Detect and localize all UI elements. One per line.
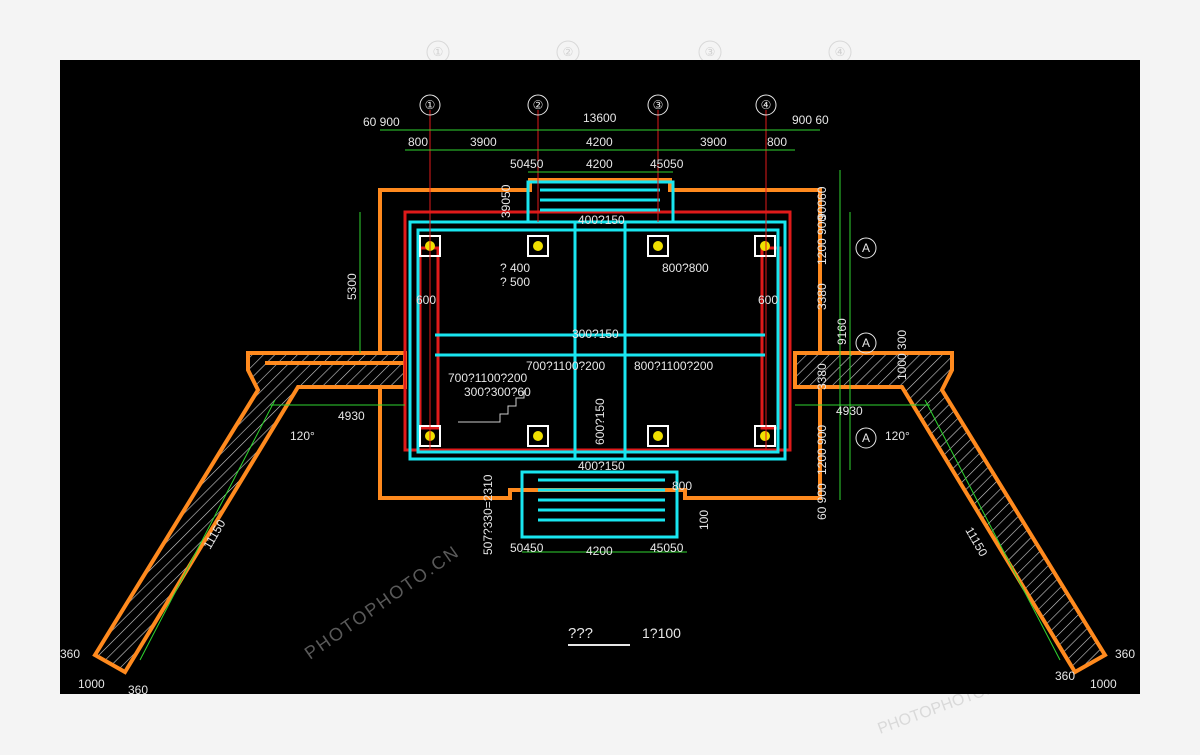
dim-seg-3: 4200 [586,135,613,149]
svg-text:①: ① [433,45,444,59]
note-mid-c: 300?300?60 [464,385,531,399]
dim-left-edge: 60 900 [363,115,400,129]
dim-left-4930: 4930 [338,409,365,423]
ghost-axis-4: ④ [828,40,852,60]
svg-text:①: ① [425,98,436,112]
dim-rv-3: 3380 [815,283,829,310]
axis-grid [429,110,767,450]
ghost-axis-1: ① [426,40,450,60]
dim-right-360a: 360 [1055,669,1075,683]
note-mid-a: 700?1100?200 [526,359,606,373]
dim-rv-6: 1200 900 [815,425,829,475]
svg-text:④: ④ [761,98,772,112]
floor-plan-drawing: ① ② ③ ④ A A A 13600 60 900 9 [60,94,1135,694]
note-top-stair: 39050 [499,184,513,218]
svg-text:A: A [862,431,870,445]
dim-rv-7: 60 900 [815,483,829,520]
dim-stair-bot-3: 45050 [650,541,684,555]
dim-rv-4: 9160 [835,318,849,345]
inner-steps [458,390,525,423]
note-step-800: 800 [672,479,692,493]
row-bubble-a2: A [855,332,877,354]
dim-rv-5: 3380 [815,363,829,390]
dim-seg-4: 3900 [700,135,727,149]
note-mid-300: 300?150 [572,327,619,341]
plan-scale: 1?100 [642,625,681,641]
svg-text:③: ③ [653,98,664,112]
note-beam-bottom: 400?150 [578,459,625,473]
dim-seg-5: 800 [767,135,787,149]
row-bubble-a3: A [855,427,877,449]
note-vert-mid: 600?150 [593,398,607,445]
svg-text:②: ② [563,45,574,59]
dim-right-arm: 1000 300 [895,330,909,380]
dim-seg-1: 800 [408,135,428,149]
dim-right-edge: 900 60 [792,113,829,127]
dimension-lines [139,129,1061,661]
dim-rv-1: 90060 [815,186,829,220]
note-600-right: 600 [758,293,778,307]
plan-title-block: ??? 1?100 [568,625,681,646]
dim-total: 13600 [583,111,617,125]
note-col-tl2: ? 500 [500,275,530,289]
dim-left-5300: 5300 [345,273,359,300]
axis-bubble-1: ① [419,94,441,116]
cad-drawing-canvas: ① ② ③ ④ A A A 13600 60 900 9 [60,60,1140,694]
top-stair [526,180,675,224]
dim-right-4930: 4930 [836,404,863,418]
axis-bubble-3: ③ [647,94,669,116]
dim-seg-2: 3900 [470,135,497,149]
dim-right-360b: 360 [1115,647,1135,661]
dim-stair-top-2: 4200 [586,157,613,171]
note-beam-top: 400?150 [578,213,625,227]
ghost-axis-3: ③ [698,40,722,60]
bottom-watermark-text: PHOTOPHOTO.CN [876,694,1014,738]
dim-left-angle: 120° [290,429,315,443]
note-step-left: 507?330=2310 [481,474,495,555]
plan-title: ??? [568,625,593,642]
svg-text:②: ② [533,98,544,112]
ghost-axis-2: ② [556,40,580,60]
note-step-100: 100 [697,510,711,530]
dim-stair-bot-2: 4200 [586,544,613,558]
dim-stair-top-3: 45050 [650,157,684,171]
dim-rv-2: 1200 900 [815,215,829,265]
ghost-axis-header: ① ② ③ ④ [426,40,852,60]
dim-right-11150: 11150 [962,525,990,560]
bottom-watermark-strip: PHOTOPHOTO.CN [876,694,1014,738]
dim-left-360a: 360 [60,647,80,661]
dim-left-1000: 1000 [78,677,105,691]
dim-right-angle: 120° [885,429,910,443]
dim-stair-top-1: 50450 [510,157,544,171]
svg-text:④: ④ [835,45,846,59]
watermark: PHOTOPHOTO.CN [301,541,463,663]
axis-bubble-2: ② [527,94,549,116]
note-col-tl: ? 400 [500,261,530,275]
svg-text:③: ③ [705,45,716,59]
note-600-left: 600 [416,293,436,307]
right-wing-wall [793,351,1108,675]
bottom-stair [520,470,679,539]
dim-stair-bot-1: 50450 [510,541,544,555]
row-bubble-a1: A [855,237,877,259]
svg-text:A: A [862,336,870,350]
note-mid-right: 800?1100?200 [634,359,714,373]
columns [419,235,776,447]
beam-frame [403,210,792,452]
axis-bubble-4: ④ [755,94,777,116]
svg-text:A: A [862,241,870,255]
note-col-tr: 800?800 [662,261,709,275]
note-mid-b: 700?1100?200 [448,371,528,385]
dim-left-360b: 360 [128,683,148,694]
dim-right-1000: 1000 [1090,677,1117,691]
